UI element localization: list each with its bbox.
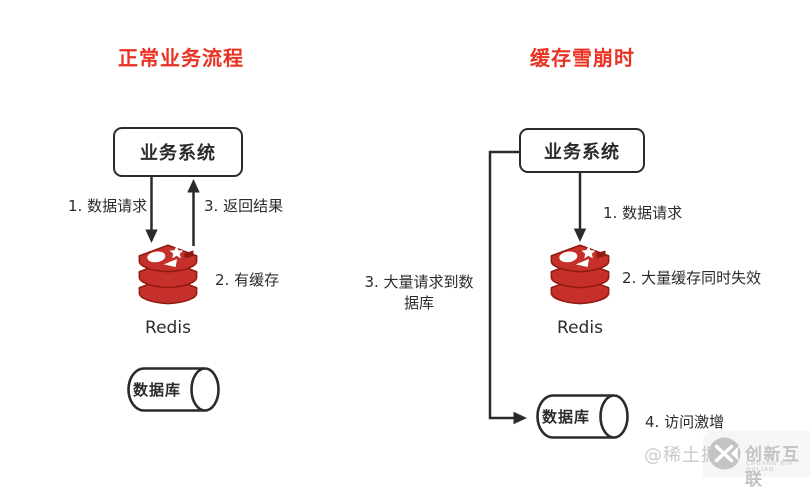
- right-bypass-line: [488, 150, 519, 420]
- right-business-system-box: 业务系统: [519, 128, 645, 173]
- redis-icon: [138, 244, 198, 305]
- watermark-brand-subtext: CHUANG XIN HULIAN: [746, 461, 794, 473]
- database-cylinder-shape: [536, 394, 629, 439]
- chuangxin-logo-icon: [708, 437, 741, 470]
- left-step3-label: 3. 返回结果: [204, 197, 284, 215]
- right-bypass-arrowhead: [513, 411, 527, 425]
- database-cylinder-shape: [127, 367, 220, 412]
- left-return-arrowhead: [187, 179, 200, 193]
- redis-icon: [550, 244, 610, 305]
- right-redis-label: Redis: [557, 318, 603, 338]
- left-business-system-box: 业务系统: [113, 127, 243, 177]
- redis-triangle-mark: [163, 259, 178, 267]
- redis-ellipse-mark: [147, 251, 166, 263]
- right-database-label: 数据库: [541, 408, 590, 426]
- right-step1-label: 1. 数据请求: [603, 204, 683, 222]
- left-business-system-label: 业务系统: [140, 143, 216, 164]
- watermark-handle: @稀土掘: [644, 445, 720, 466]
- right-database-cylinder: 数据库: [528, 393, 632, 440]
- connector-lines: [145, 150, 587, 425]
- left-database-cylinder: 数据库: [119, 366, 223, 413]
- right-business-system-label: 业务系统: [544, 141, 620, 163]
- left-step2-label: 2. 有缓存: [215, 271, 280, 289]
- right-step2-label: 2. 大量缓存同时失效: [622, 269, 762, 287]
- redis-star-mark: [581, 245, 596, 259]
- redis-ellipse-mark: [559, 251, 578, 263]
- redis-star-mark: [169, 245, 184, 259]
- right-flow-title: 缓存雪崩时: [530, 46, 635, 70]
- left-database-label: 数据库: [132, 381, 181, 399]
- left-step1-label: 1. 数据请求: [68, 197, 148, 215]
- right-request-arrowhead: [573, 228, 587, 242]
- redis-notch-mark: [596, 250, 606, 259]
- right-step3-label: 3. 大量请求到数据库: [364, 273, 474, 312]
- left-request-arrowhead: [145, 229, 158, 243]
- redis-triangle-mark: [575, 259, 590, 267]
- left-redis-label: Redis: [145, 318, 191, 338]
- left-flow-title: 正常业务流程: [118, 46, 244, 70]
- redis-notch-mark: [184, 250, 194, 259]
- right-step4-label: 4. 访问激增: [645, 413, 725, 431]
